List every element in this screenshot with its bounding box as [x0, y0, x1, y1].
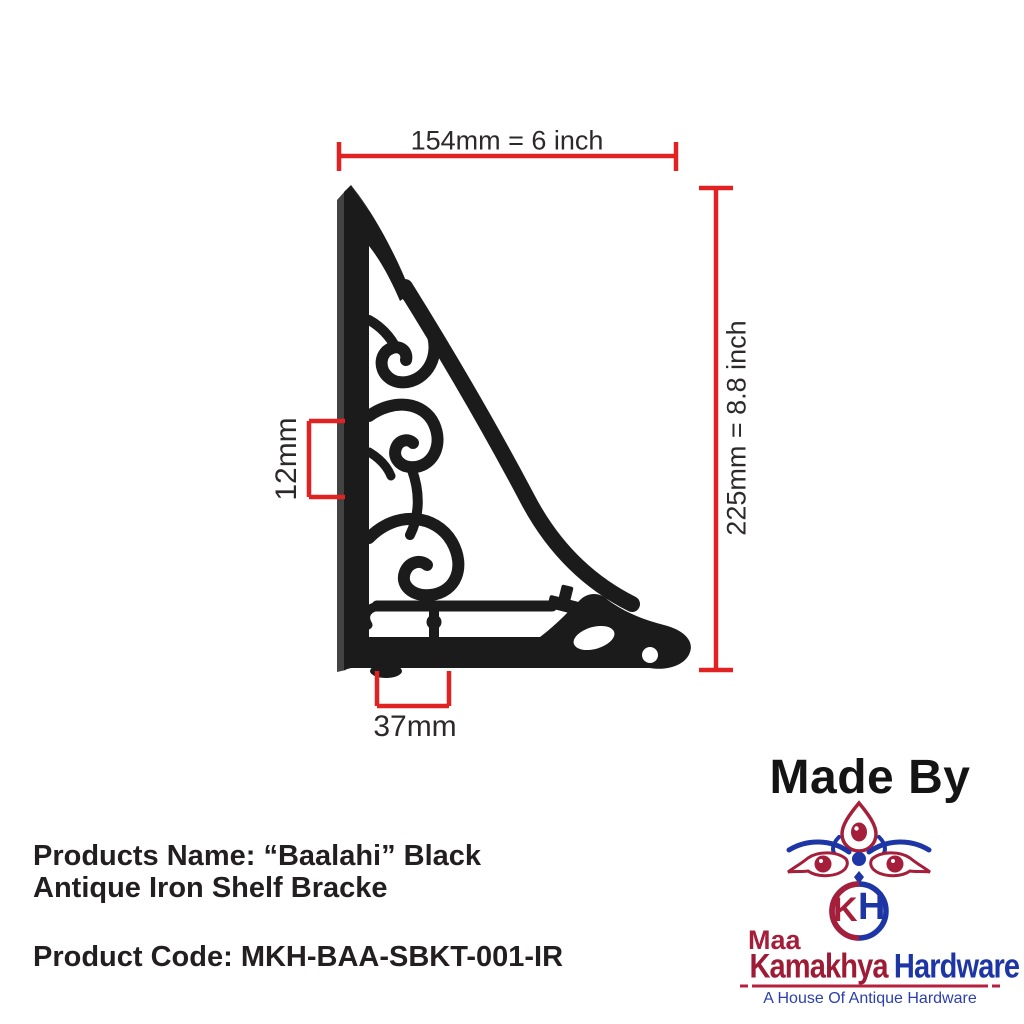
product-code: Product Code: MKH-BAA-SBKT-001-IR — [33, 941, 564, 973]
dimension-lines — [306, 142, 733, 709]
monogram-letter-h: H — [858, 886, 886, 928]
goddess-eyes-icon — [787, 851, 931, 878]
goddess-eyes-emblem-icon — [786, 800, 932, 941]
made-by-heading: Made By — [769, 751, 971, 804]
shelf-bracket-illustration — [337, 185, 691, 678]
logo-name-prefix: Maa — [748, 925, 801, 955]
thickness-dimension-label: 12mm — [270, 417, 303, 501]
center-dot-icon — [852, 852, 866, 866]
product-name-line1: Products Name: “Baalahi” Black — [33, 840, 482, 872]
kh-monogram-icon — [829, 881, 889, 941]
third-eye-icon — [840, 800, 878, 853]
eyebrow-icons — [786, 839, 932, 855]
logo-divider — [740, 984, 1000, 988]
depth-dimension-label: 37mm — [373, 710, 457, 743]
center-diamond-icon — [854, 871, 864, 884]
product-text-block: Products Name: “Baalahi” Black Antique I… — [33, 840, 563, 973]
logo-name-main: Kamakhya — [749, 946, 888, 985]
logo-name-suffix: Hardware — [893, 946, 1020, 985]
monogram-letter-k: K — [833, 891, 858, 929]
logo-tagline: A House Of Antique Hardware — [763, 990, 977, 1007]
width-dimension-label: 154mm = 6 inch — [410, 125, 604, 156]
height-dimension-label: 225mm = 8.8 inch — [721, 320, 752, 536]
product-name-line2: Antique Iron Shelf Bracke — [33, 872, 388, 904]
